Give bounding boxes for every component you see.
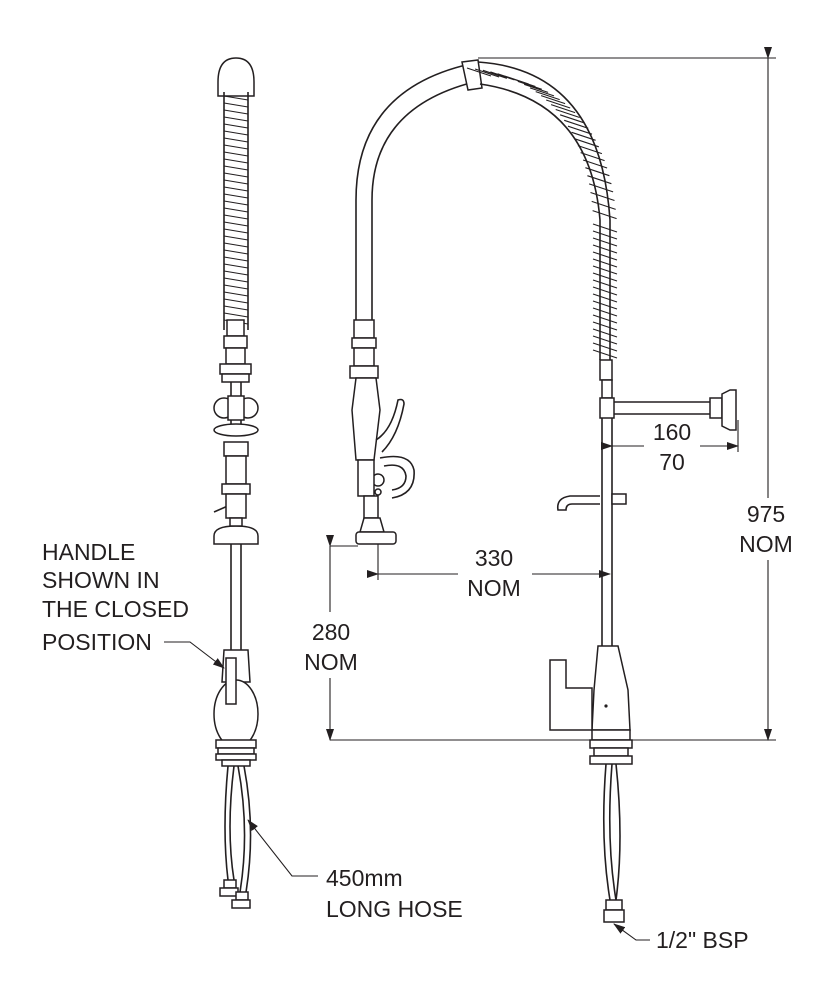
dim-330-unit: NOM [467,575,521,601]
annotation-labels: HANDLE SHOWN IN THE CLOSED POSITION 450m… [42,419,793,953]
dim-160-value: 160 [653,419,691,445]
dim-330-value: 330 [475,545,513,571]
dimension-lines [326,47,776,741]
dim-70-value: 70 [659,449,685,475]
handle-label-line2: SHOWN IN [42,567,160,593]
hose-label-line1: 450mm [326,865,403,891]
handle-label-line1: HANDLE [42,539,135,565]
leader-lines [164,641,650,941]
dim-975-value: 975 [747,501,785,527]
handle-label-line4: POSITION [42,629,152,655]
dim-280-value: 280 [312,619,350,645]
dim-280-unit: NOM [304,649,358,675]
side-spring-coil [223,92,249,330]
bsp-label: 1/2" BSP [656,927,749,953]
handle-label-line3: THE CLOSED [42,596,189,622]
hose-label-line2: LONG HOSE [326,896,463,922]
front-view [349,59,737,923]
dim-975-unit: NOM [739,531,793,557]
side-view [213,57,259,909]
